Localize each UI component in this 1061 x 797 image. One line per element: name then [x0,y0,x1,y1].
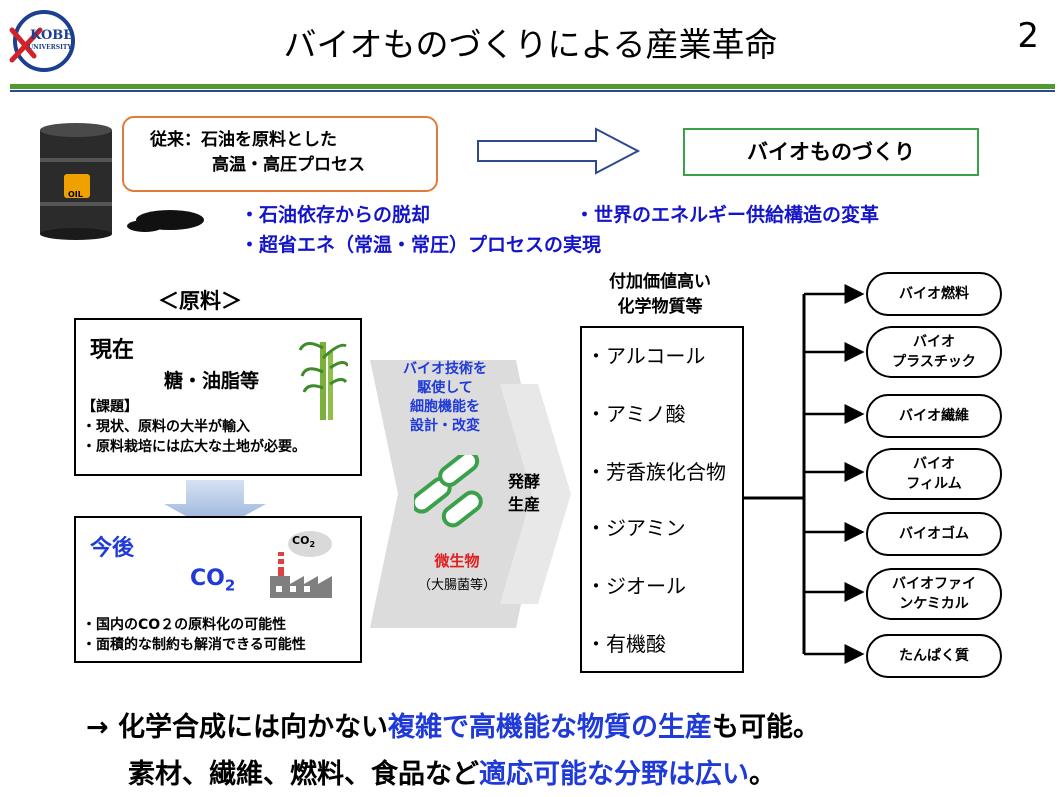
bio-tech-line3: 細胞機能を [410,399,480,415]
output-label: プラスチック [892,354,976,370]
conventional-line2: 高温・高圧プロセス [212,155,365,175]
product-item: ・芳香族化合物 [586,460,726,484]
header-divider-blue [10,90,1055,92]
oil-label-text: OIL [68,190,83,199]
co2-main-subscript: 2 [224,576,236,595]
conclusion-line-2: 素材、繊維、燃料、食品など適応可能な分野は広い。 [128,752,776,791]
output-label: バイオファイ [892,576,976,592]
output-bio-rubber: バイオゴム [866,512,1002,556]
output-label: バイオ [913,456,955,472]
conventional-process-box: 従来：石油を原料とした 高温・高圧プロセス [122,116,438,192]
hollow-arrow-right-icon [477,127,641,175]
output-connectors [742,284,865,664]
conclusion-l1c: も可能。 [712,712,821,743]
bio-tech-text: バイオ技術を 駆使して 細胞機能を 設計・改変 [380,360,510,436]
materials-heading: ＜原料＞ [158,289,242,313]
factory-co2-icon [270,531,332,598]
fermentation-line2: 生産 [508,495,541,514]
microbe-label: 微生物 [434,552,480,570]
future-point-1: ・国内のCO２の原料化の可能性 [82,617,287,633]
logo-text-top: KOBE [30,28,74,43]
conclusion-l2b: 適応可能な分野は広い [479,759,749,790]
conclusion-l1b: 複雑で高機能な物質の生産 [388,712,713,743]
co2-cloud-subscript: 2 [309,540,316,550]
output-bio-plastic: バイオ プラスチック [866,326,1002,378]
oil-barrel-icon [40,123,204,240]
bio-tech-line1: バイオ技術を [403,361,487,377]
products-heading-line1: 付加価値高い [609,272,711,292]
logo-text-bottom: UNIVERSITY [28,44,72,51]
output-bio-film: バイオ フィルム [866,448,1002,500]
output-bio-fuel: バイオ燃料 [866,272,1002,316]
output-label: バイオ燃料 [899,286,969,302]
benefit-bullet-2: ・世界のエネルギー供給構造の変革 [575,204,880,226]
bio-manufacturing-box: バイオものづくり [683,128,979,176]
output-label: たんぱく質 [899,648,969,664]
sugarcane-plant-icon [298,342,348,420]
fermentation-label: 発酵 生産 [508,470,540,516]
output-protein: たんぱく質 [866,634,1002,678]
oil-barrel-illustration: OIL [30,122,210,242]
issue-label: 【課題】 [82,399,138,415]
issue-2: ・原料栽培には広大な土地が必要。 [82,439,306,455]
future-materials-box: 今後 CO2 CO2 ・国内のCO２の原料化の可能性 ・面積的な制約も解消できる… [74,516,362,663]
co2-cloud-text: CO [292,534,310,547]
current-materials-box: 現在 糖・油脂等 【課題】 ・現状、原料の大半が輸入 ・原料栽培には広大な土地が… [74,318,362,476]
product-item: ・アルコール [586,344,706,368]
conclusion-l1a: 化学合成には向かない [118,712,389,743]
product-item: ・有機酸 [586,632,666,656]
product-item: ・ジオール [586,574,686,598]
products-heading-line2: 化学物質等 [617,297,703,317]
conclusion-l2a: 素材、繊維、燃料、食品など [128,759,479,790]
current-title: 現在 [90,338,135,363]
kobe-logo: KOBE UNIVERSITY [4,8,84,74]
bio-tech-line2: 駆使して [417,380,473,396]
benefit-bullet-3: ・超省エネ（常温・常圧）プロセスの実現 [240,234,602,256]
output-label: バイオ繊維 [899,408,969,424]
page-title: バイオものづくりによる産業革命 [283,25,778,64]
fermentation-line1: 発酵 [508,472,541,491]
products-box: ・アルコール ・アミノ酸 ・芳香族化合物 ・ジアミン ・ジオール ・有機酸 [580,326,744,673]
products-heading: 付加価値高い 化学物質等 [580,270,740,320]
output-label: バイオゴム [899,526,969,542]
header-divider [10,84,1055,89]
conclusion-line-1: → 化学合成には向かない複雑で高機能な物質の生産も可能。 [86,705,820,744]
output-label: バイオ [913,334,955,350]
output-label: フィルム [906,476,962,492]
process-chevron-arrows [370,360,571,628]
bio-tech-line4: 設計・改変 [410,418,480,434]
down-arrow-icon [164,480,266,532]
microbe-icon [414,455,483,528]
output-bio-fiber: バイオ繊維 [866,394,1002,438]
output-bio-fine-chemical: バイオファイ ンケミカル [866,568,1002,620]
co2-main-text: CO [190,566,225,591]
future-title: 今後 [90,536,135,561]
microbe-sub-label: （大腸菌等） [417,578,496,593]
conclusion-arrow: → [86,712,109,743]
page-number: 2 [1017,16,1039,56]
bio-manufacturing-label: バイオものづくり [747,140,915,164]
co2-cloud-label: CO2 [292,534,315,549]
product-item: ・アミノ酸 [586,402,686,426]
conclusion-l2c: 。 [749,759,776,790]
future-point-2: ・面積的な制約も解消できる可能性 [82,637,306,653]
logo-emblem-icon [9,10,75,72]
oil-label-badge [64,174,90,198]
conventional-line1: 従来：石油を原料とした [150,130,337,150]
issue-1: ・現状、原料の大半が輸入 [82,419,250,435]
product-item: ・ジアミン [586,516,686,540]
co2-main-label: CO2 [190,566,235,594]
benefit-bullet-1: ・石油依存からの脱却 [240,204,431,226]
output-label: ンケミカル [899,596,969,612]
current-sub: 糖・油脂等 [164,370,260,392]
